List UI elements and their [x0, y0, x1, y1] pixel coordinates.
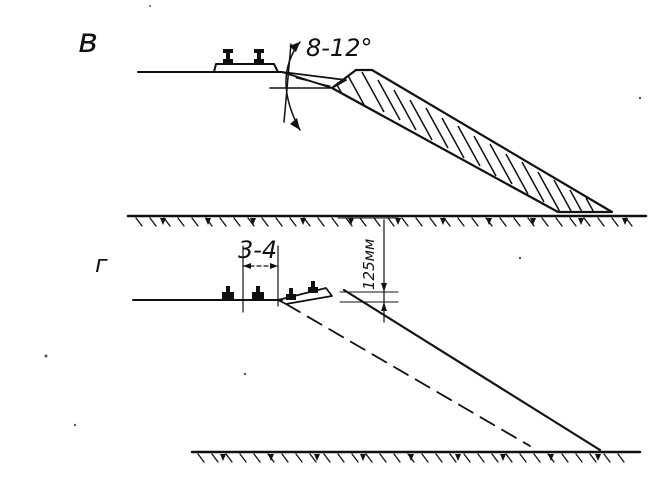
rail-left-g	[222, 286, 234, 300]
gap-arrow-left-icon	[243, 263, 251, 269]
wedge-hatch-v	[295, 77, 331, 87]
angle-label: 8-12°	[306, 34, 372, 62]
figure-v: в	[78, 21, 614, 214]
height-label: 125мм	[360, 239, 378, 290]
rail-wedge-2-g	[308, 281, 318, 293]
height-arrow-bottom-icon	[381, 302, 387, 311]
gap-arrow-right-icon	[270, 263, 278, 269]
height-arrow-top-icon	[381, 283, 387, 292]
gap-label: 3-4	[238, 236, 277, 264]
figure-g: г 3-4	[95, 217, 602, 452]
sleeper-v	[213, 63, 279, 73]
rail-right-g	[252, 286, 264, 300]
inclined-retarder-v	[330, 68, 614, 214]
angle-arrow-bottom-icon	[290, 118, 300, 130]
angle-arrow-top-icon	[289, 42, 300, 52]
ground-bottom	[190, 450, 642, 463]
scan-specks	[44, 5, 642, 427]
figure-g-label: г	[95, 250, 108, 278]
figure-v-label: в	[78, 21, 98, 61]
ground-middle	[126, 214, 648, 227]
angle-arc-v	[285, 41, 301, 131]
inclined-line-dashed-g	[285, 303, 531, 447]
rail-right-v	[254, 49, 264, 64]
angle-guide-line-v	[283, 43, 292, 123]
rail-left-v	[223, 49, 233, 64]
inclined-line-solid-g	[342, 288, 602, 452]
rail-wedge-1-g	[286, 288, 296, 300]
